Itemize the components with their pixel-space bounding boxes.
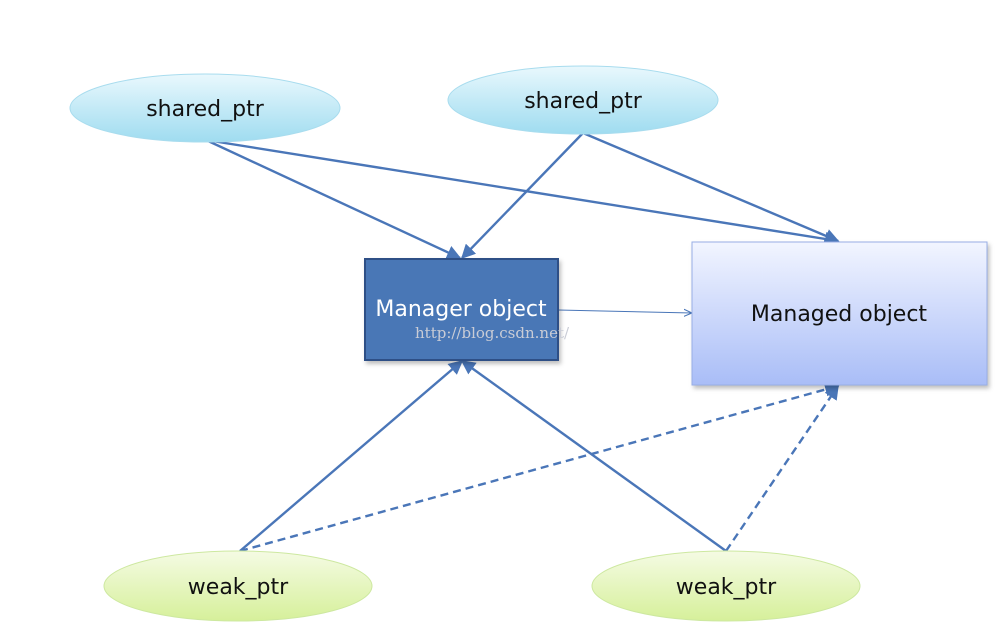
manager-object-node: Manager object xyxy=(364,258,559,361)
weak-ptr-right-node: weak_ptr xyxy=(591,550,861,622)
edge-shared-left-to-manager xyxy=(205,138,462,260)
edge-weak-left-to-managed xyxy=(239,382,840,553)
manager-object-label: Manager object xyxy=(375,297,547,322)
weak-ptr-left-node: weak_ptr xyxy=(103,550,373,622)
edge-manager-to-managed xyxy=(557,310,692,313)
shared-ptr-left-node: shared_ptr xyxy=(69,73,341,143)
edge-shared-left-to-managed xyxy=(205,138,840,247)
managed-object-node: Managed object xyxy=(691,241,988,386)
weak-ptr-right-label: weak_ptr xyxy=(676,575,777,600)
shared-ptr-right-node: shared_ptr xyxy=(447,65,719,135)
edge-weak-left-to-manager xyxy=(239,360,464,552)
edge-shared-right-to-manager xyxy=(460,132,584,260)
edge-weak-right-to-managed xyxy=(725,384,839,552)
weak-ptr-left-label: weak_ptr xyxy=(188,575,289,600)
shared-ptr-left-label: shared_ptr xyxy=(146,97,265,122)
edges xyxy=(205,131,840,553)
managed-object-label: Managed object xyxy=(751,302,928,327)
watermark-text: http://blog.csdn.net/ xyxy=(415,324,570,342)
shared-ptr-right-label: shared_ptr xyxy=(524,89,643,114)
edge-weak-right-to-manager xyxy=(460,360,727,552)
edge-shared-right-to-managed xyxy=(582,131,840,243)
